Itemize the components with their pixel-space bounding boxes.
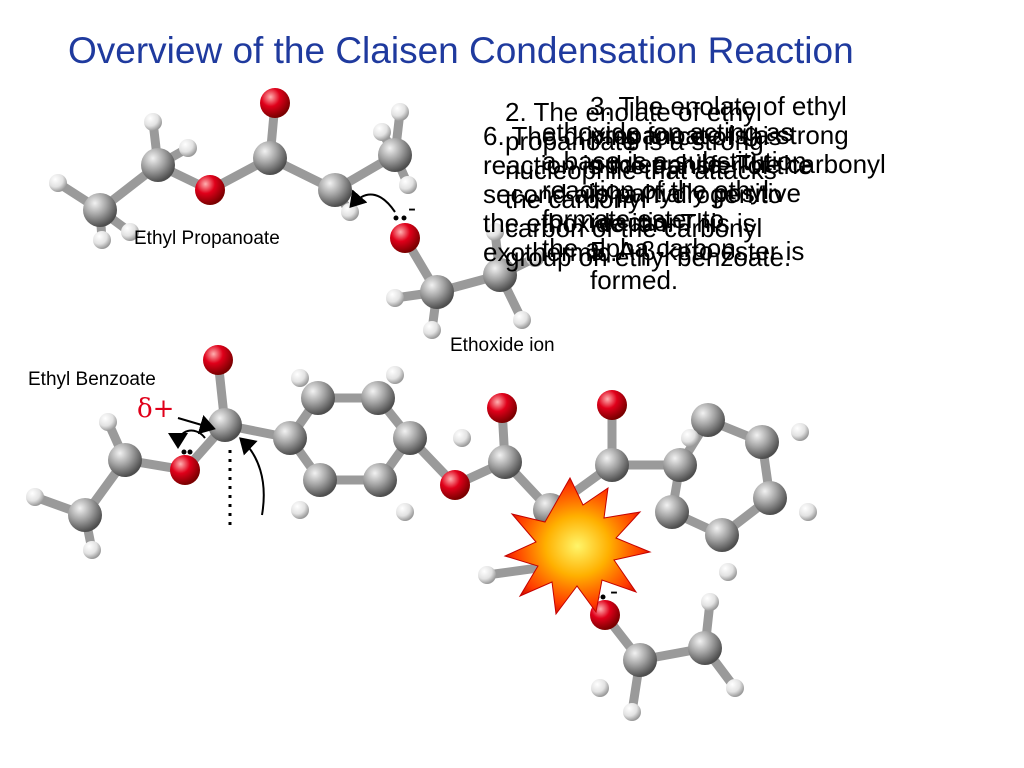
step-2-text: 2. The enolate of ethyl propanoate is a … bbox=[505, 98, 792, 272]
pi-bond-arrow bbox=[168, 429, 206, 449]
step-6-text: 6. The driving force of this reaction is… bbox=[483, 122, 813, 267]
nucleophile-arrow bbox=[349, 189, 396, 213]
product-negative-charge: - bbox=[610, 578, 618, 605]
explosion-burst-icon bbox=[503, 476, 652, 616]
ethoxide-ion-label: Ethoxide ion bbox=[450, 335, 555, 356]
ethyl-benzoate-label: Ethyl Benzoate bbox=[28, 369, 156, 390]
ethyl-propanoate-label: Ethyl Propanoate bbox=[134, 228, 280, 249]
product-atoms bbox=[26, 345, 817, 721]
ethoxide-ion-atoms bbox=[386, 223, 544, 339]
partial-positive-charge: δ+ bbox=[137, 394, 175, 424]
delta-pointer-arrow bbox=[177, 415, 216, 435]
slide-title: Overview of the Claisen Condensation Rea… bbox=[68, 30, 854, 71]
ethyl-propanoate-atoms bbox=[49, 88, 417, 249]
attack-arrow bbox=[239, 437, 265, 516]
step-overlay-text: ethoxide ion acting as a base is a subst… bbox=[542, 118, 807, 263]
ethoxide-negative-charge: - bbox=[408, 195, 416, 222]
step-3-text: 3. The enolate of ethyl propanoate is a … bbox=[590, 92, 886, 295]
